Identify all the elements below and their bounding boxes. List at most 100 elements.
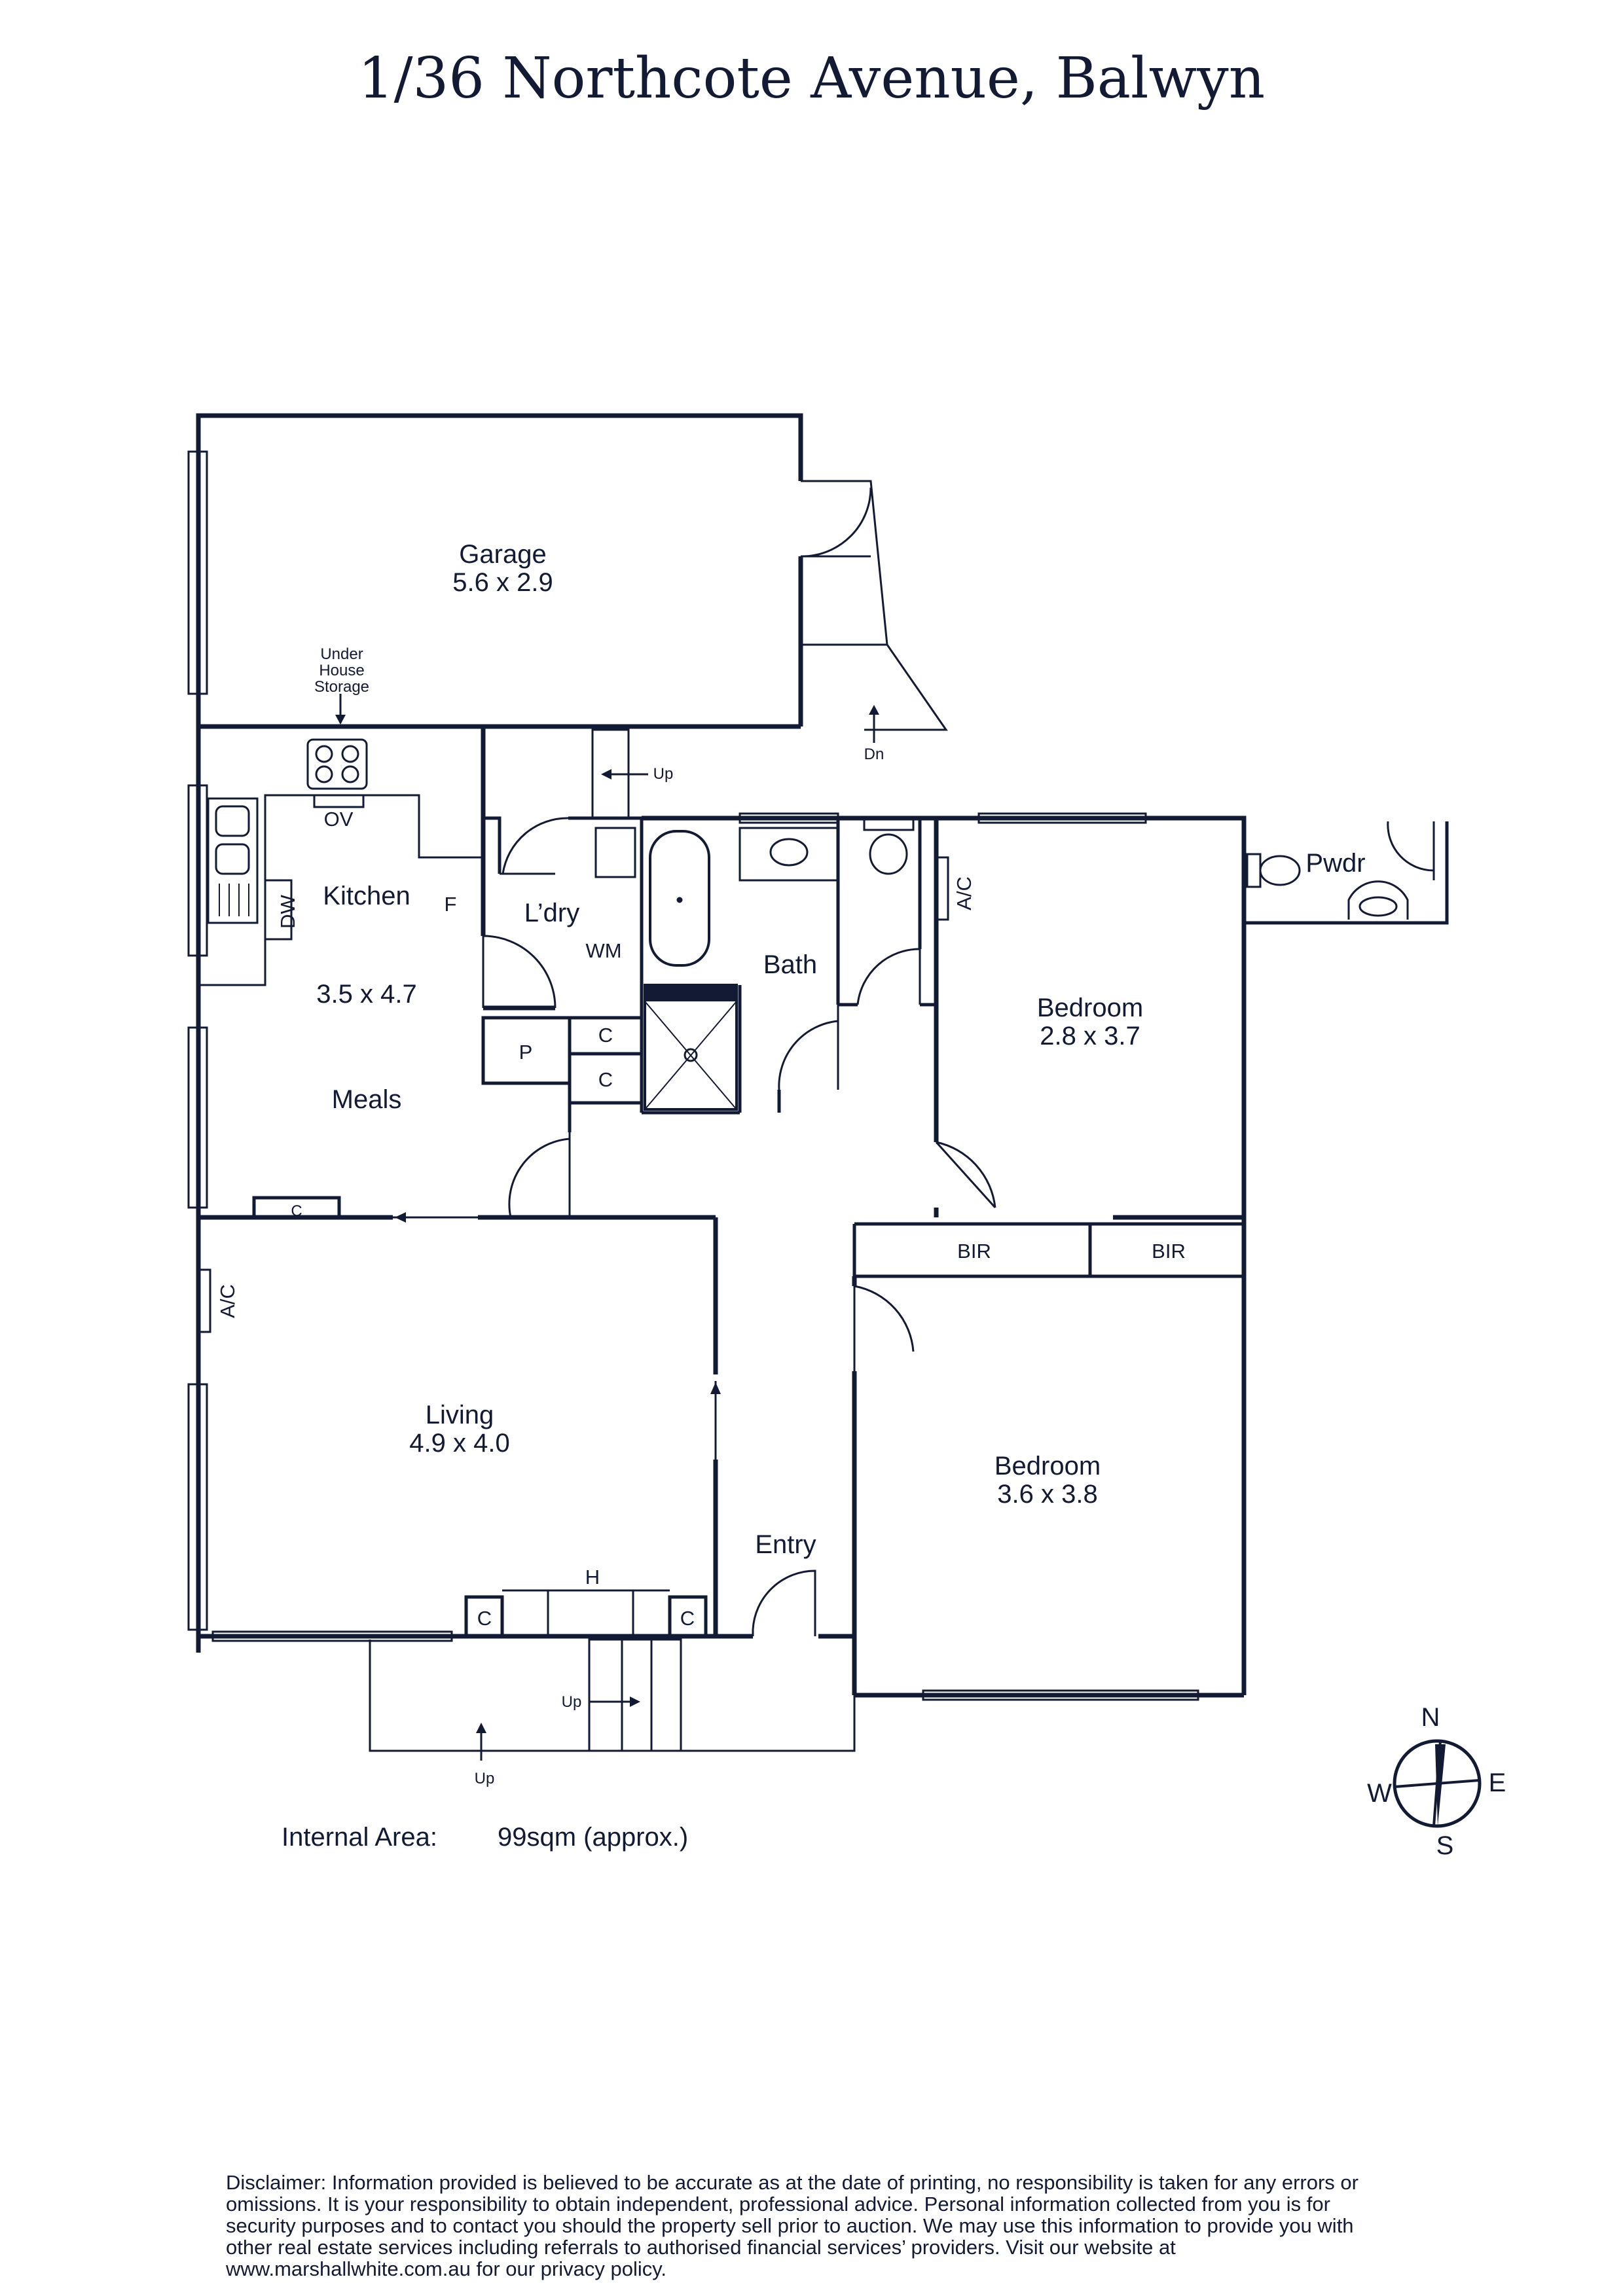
ac-unit	[935, 856, 949, 921]
toilet-cistern	[863, 817, 915, 831]
garage-wall	[196, 413, 803, 723]
steps-up-arrow-head	[630, 1696, 640, 1707]
compass-icon	[1393, 1739, 1482, 1828]
laundry-tub	[594, 827, 636, 878]
ac-label: A/C	[953, 876, 976, 910]
bedroom1-door	[935, 1141, 996, 1209]
shower-base	[644, 984, 738, 1111]
bir-label: BIR	[957, 1240, 991, 1263]
cooktop-burner	[341, 765, 359, 783]
cooktop-burner	[315, 745, 333, 763]
garage-door-window	[187, 450, 208, 695]
page-title: 1/36 Northcote Avenue, Balwyn	[357, 46, 1266, 111]
shower-base	[644, 1001, 737, 1110]
living-label: Living	[426, 1401, 494, 1429]
laundry-label: L’dry	[524, 899, 580, 927]
storage-label-line: House	[319, 662, 364, 679]
down-arrow-head	[869, 705, 879, 715]
meals-label: Meals	[332, 1085, 402, 1114]
steps-up-label: Up	[562, 1693, 582, 1711]
living-size: 4.9 x 4.0	[409, 1429, 509, 1458]
hall-door	[508, 1132, 571, 1218]
bath-door	[778, 1005, 839, 1090]
bedroom1-window	[977, 812, 1147, 824]
pantry-label: P	[519, 1041, 533, 1064]
sliding-door-arrow	[710, 1382, 721, 1394]
garage-side-door	[801, 487, 872, 558]
cupboard	[464, 1595, 504, 1638]
meals-window	[187, 1026, 208, 1209]
basin	[769, 838, 809, 867]
powder-basin	[1359, 896, 1398, 917]
compass-west-label: W	[1367, 1779, 1392, 1808]
bedroom2-window	[922, 1689, 1199, 1701]
stairs-up-arrow-head	[601, 769, 611, 780]
compass-east-label: E	[1489, 1768, 1506, 1797]
cupboard-label: C	[680, 1607, 695, 1630]
bedroom1-size: 2.8 x 3.7	[1040, 1022, 1140, 1050]
cupboard	[668, 1595, 708, 1638]
porch-outline	[369, 1640, 856, 1752]
oven-label: OV	[324, 808, 354, 831]
front-steps	[588, 1638, 682, 1752]
bedroom1-wall	[936, 816, 1247, 1220]
garage-size: 5.6 x 2.9	[452, 568, 553, 597]
storage-arrow-head	[335, 715, 346, 725]
living-window	[211, 1630, 453, 1642]
entry-door	[752, 1570, 816, 1636]
cupboard-label: C	[291, 1202, 302, 1220]
porch-up-label: Up	[475, 1770, 495, 1787]
dishwasher	[264, 879, 293, 941]
sink-bowl	[215, 843, 250, 875]
disclaimer: Disclaimer: Information provided is beli…	[226, 2171, 1359, 2280]
powder-label: Pwdr	[1305, 849, 1365, 878]
bedroom2-label: Bedroom	[994, 1452, 1101, 1480]
storage-label-line: Storage	[314, 678, 369, 696]
powder-door	[1387, 821, 1435, 880]
powder-basin	[1347, 880, 1409, 920]
ac-unit	[197, 1268, 211, 1333]
internal-area-label: Internal Area:	[282, 1823, 437, 1852]
cupboard-label: C	[598, 1068, 613, 1091]
cupboard	[252, 1196, 341, 1219]
cupboard-label: C	[598, 1024, 613, 1047]
kitchen-size: 3.5 x 4.7	[316, 980, 416, 1009]
stairs-down-label: Dn	[864, 745, 884, 763]
bir-label: BIR	[1152, 1240, 1186, 1263]
side-landing-wall	[801, 480, 948, 731]
bathtub	[649, 830, 710, 967]
oven	[313, 794, 365, 808]
kitchen-sink	[207, 797, 259, 924]
dishwasher-label: DW	[276, 894, 299, 928]
porch-up-arrow-head	[476, 1723, 486, 1733]
kitchen-window	[187, 784, 208, 957]
wc-door	[856, 948, 921, 1005]
heater	[547, 1589, 634, 1638]
bath-label: Bath	[763, 950, 817, 979]
fridge-label: F	[445, 893, 457, 916]
cooktop-icon	[306, 738, 368, 790]
cupboard-label: C	[477, 1607, 492, 1630]
storage-label-line: Under	[320, 645, 363, 663]
vanity	[739, 827, 839, 882]
sliding-door-arrow	[395, 1212, 406, 1223]
living-window	[187, 1383, 208, 1631]
internal-area: Internal Area: 99sqm (approx.)	[282, 1823, 688, 1852]
shower-screen	[645, 985, 737, 1001]
laundry-door	[482, 935, 556, 1009]
stairs-up-label: Up	[653, 765, 674, 783]
ac-label: A/C	[216, 1284, 239, 1318]
toilet	[869, 833, 908, 875]
internal-area-value: 99sqm (approx.)	[498, 1823, 689, 1852]
bedroom2-size: 3.6 x 3.8	[997, 1480, 1097, 1509]
garage-label: Garage	[459, 540, 546, 569]
bathtub-drain	[676, 897, 683, 903]
sink-drainer	[219, 884, 249, 916]
heater-label: H	[585, 1566, 600, 1588]
bath-window	[739, 812, 839, 824]
entry-label: Entry	[755, 1530, 816, 1559]
bedroom2-door	[853, 1285, 915, 1371]
washing-machine-label: WM	[585, 939, 621, 962]
powder-toilet	[1259, 855, 1301, 886]
